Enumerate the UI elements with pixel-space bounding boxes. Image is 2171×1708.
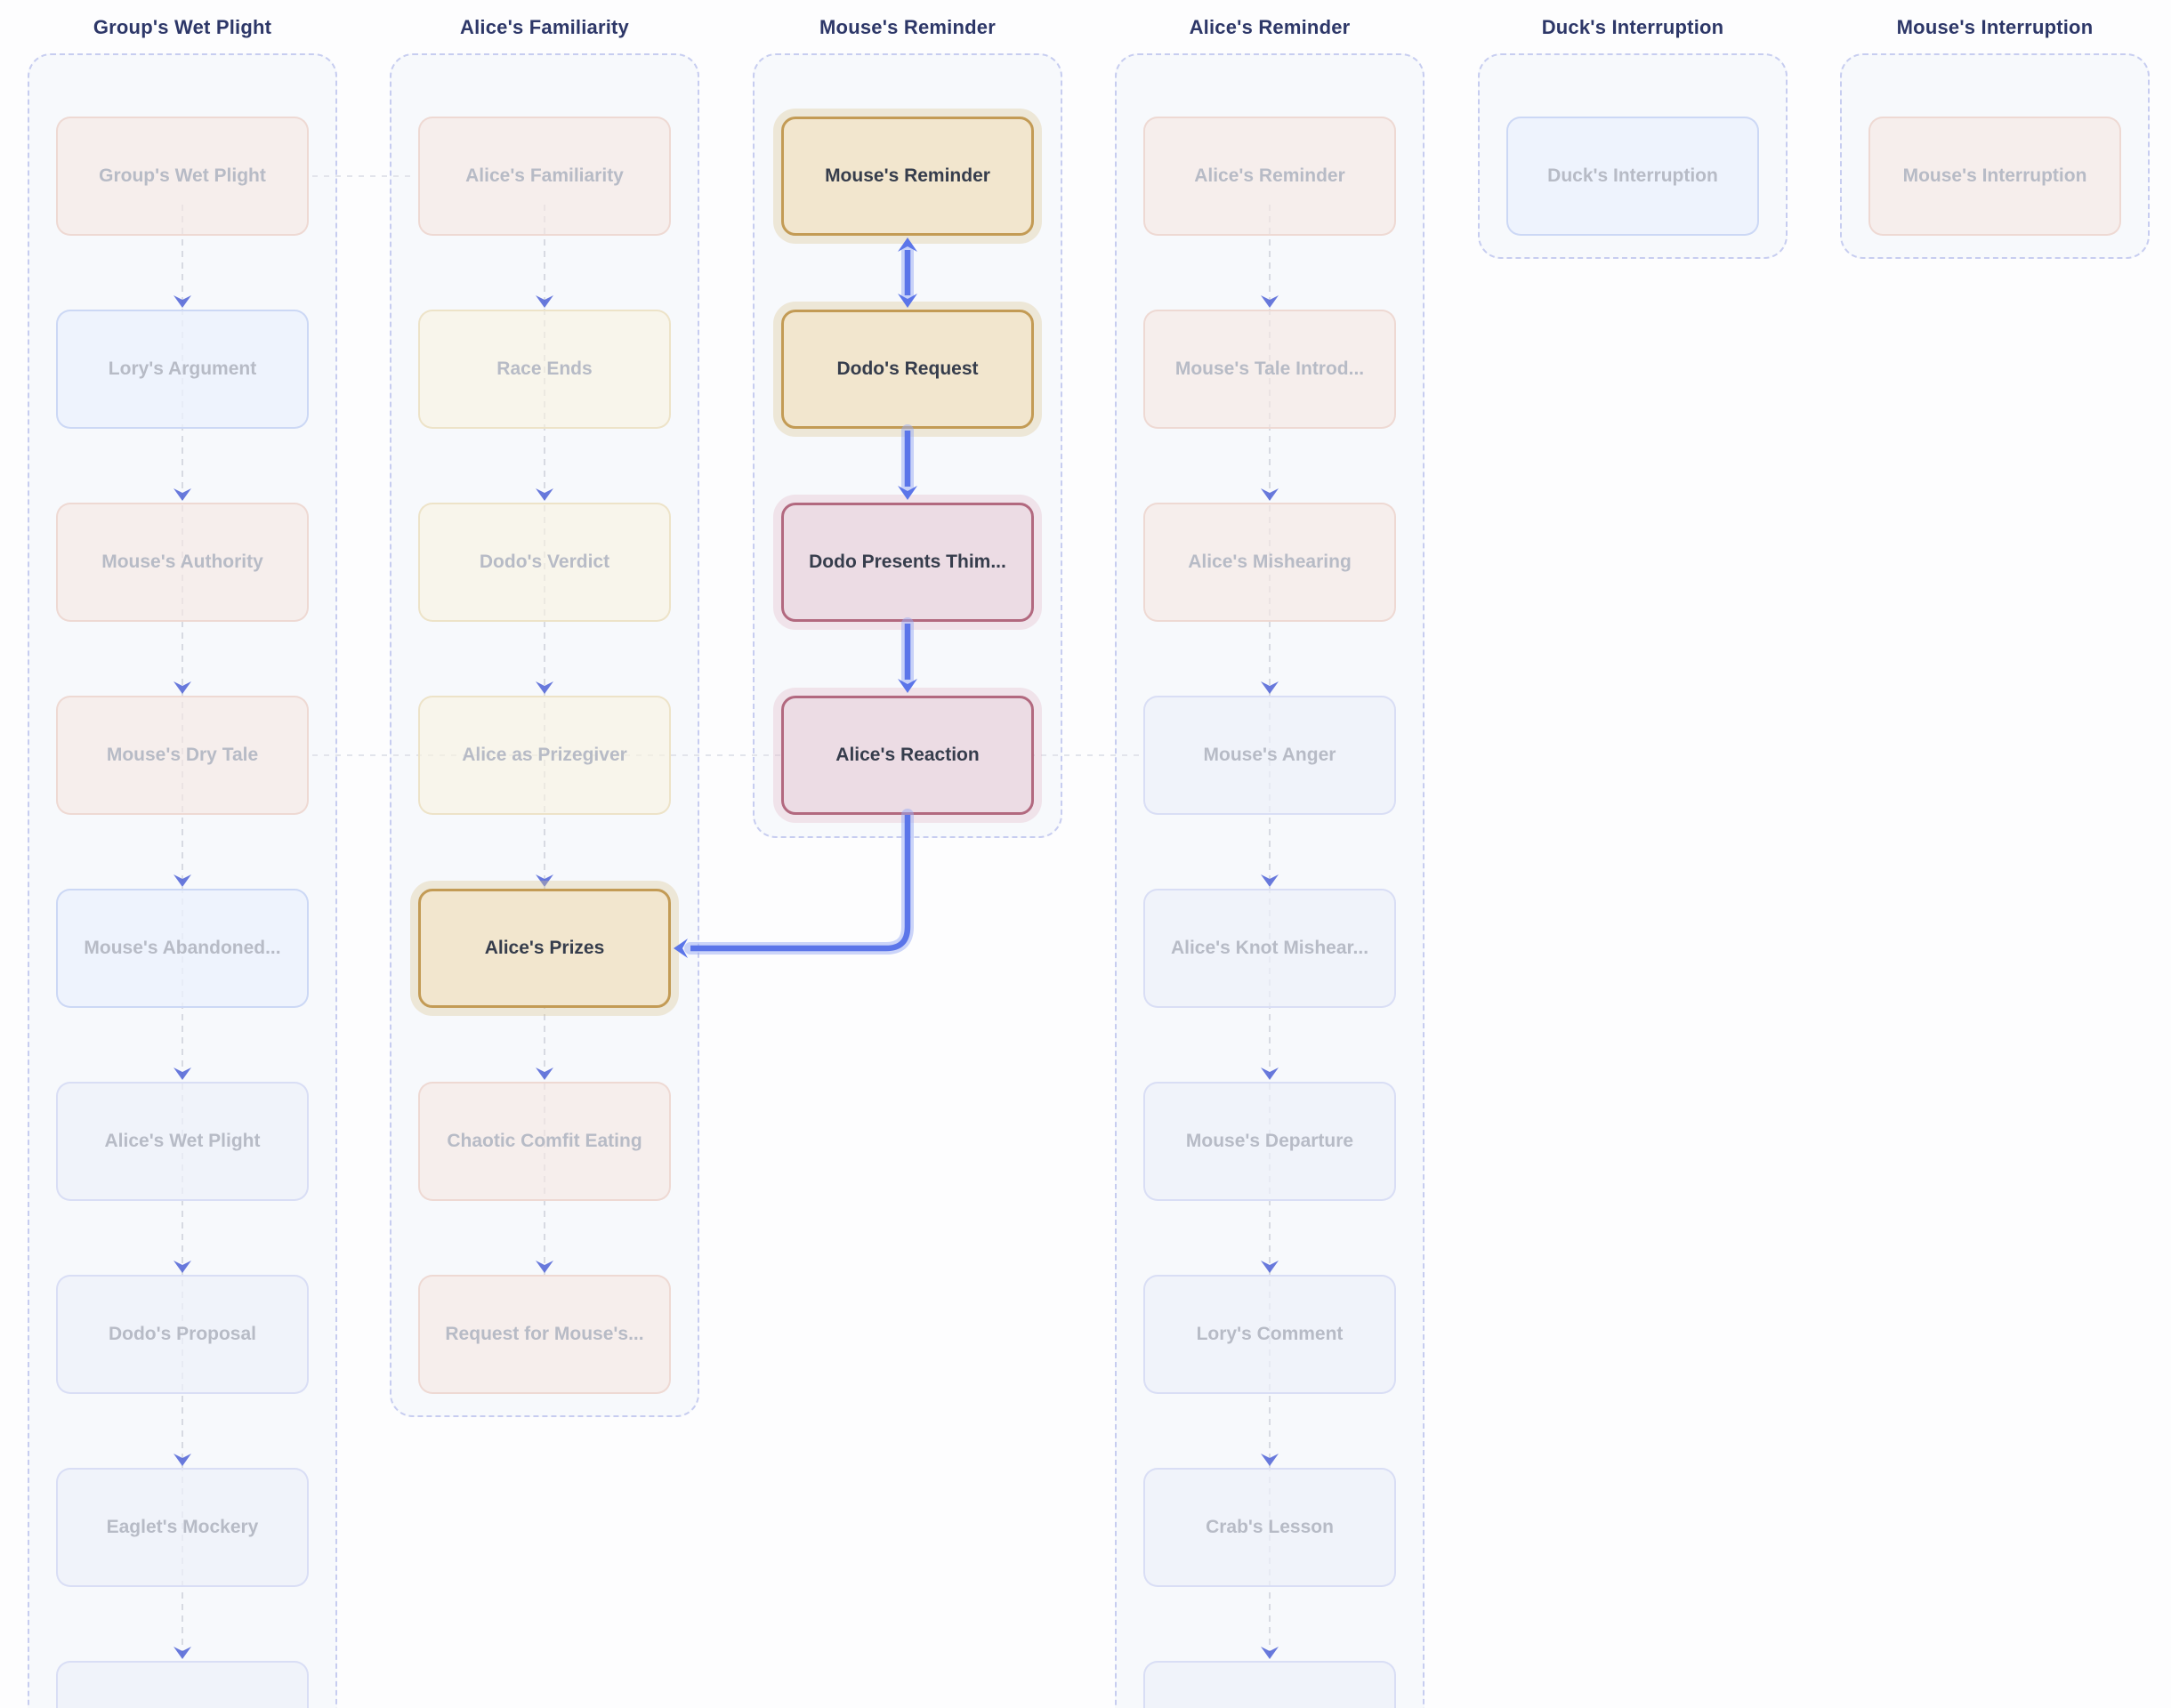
flow-node-label: Mouse's Anger xyxy=(1203,745,1336,765)
flow-node-label: Dodo's Proposal xyxy=(108,1324,256,1344)
flow-node-label: Alice's Prizes xyxy=(484,938,605,958)
flow-node-label: Alice's Knot Mishear... xyxy=(1170,938,1369,958)
flow-node[interactable]: Alice as Prizegiver xyxy=(418,696,671,815)
flow-node-label: Dodo's Request xyxy=(836,359,979,379)
flow-node[interactable]: Lory's Comment xyxy=(1143,1275,1396,1394)
lane-group xyxy=(28,53,337,1708)
flow-node-label: Chaotic Comfit Eating xyxy=(447,1131,642,1151)
flow-node-label: Alice's Reminder xyxy=(1194,165,1345,186)
flow-node[interactable]: Lory's Argument xyxy=(56,310,309,429)
flow-node-label: Mouse's Tale Introd... xyxy=(1174,359,1365,379)
flow-node[interactable]: Mouse's Authority xyxy=(56,503,309,622)
flow-node-label: Race Ends xyxy=(496,359,593,379)
flow-node[interactable]: Duck's Interruption xyxy=(1506,117,1759,236)
flow-node[interactable]: Dodo's Proposal xyxy=(56,1275,309,1394)
flow-node[interactable]: Alice's Prizes xyxy=(418,889,671,1008)
flow-node[interactable]: Mouse's Dry Tale xyxy=(56,696,309,815)
flow-node-label: Alice as Prizegiver xyxy=(462,745,627,765)
lane-title: Mouse's Reminder xyxy=(819,16,996,38)
flow-node[interactable]: Mouse's Reminder xyxy=(781,117,1034,236)
flow-node[interactable]: Mouse's Tale Introd... xyxy=(1143,310,1396,429)
flow-node[interactable]: Group's Wet Plight xyxy=(56,117,309,236)
flow-node-label: Duck's Interruption xyxy=(1547,165,1718,186)
flow-node[interactable]: Alice's Wet Plight xyxy=(56,1082,309,1201)
flow-node-label: Mouse's Departure xyxy=(1185,1131,1354,1151)
flow-node-label: Lory's Argument xyxy=(108,359,257,379)
flow-node-label: Alice's Mishearing xyxy=(1188,552,1352,572)
flow-node-label: Alice's Reaction xyxy=(835,745,980,765)
flow-node-label: Dodo Presents Thim... xyxy=(809,552,1006,572)
flow-node[interactable]: Mouse's Interruption xyxy=(1868,117,2121,236)
flow-node-label: Group's Wet Plight xyxy=(99,165,266,186)
flow-node[interactable]: Dodo's Request xyxy=(781,310,1034,429)
flow-node[interactable]: Alice's Mishearing xyxy=(1143,503,1396,622)
flow-node[interactable]: Chaotic Comfit Eating xyxy=(418,1082,671,1201)
flow-node[interactable] xyxy=(1143,1661,1396,1708)
lane-title: Alice's Familiarity xyxy=(459,16,629,38)
flow-node-label: Mouse's Abandoned... xyxy=(84,938,281,958)
flow-node[interactable]: Dodo Presents Thim... xyxy=(781,503,1034,622)
flow-node[interactable]: Mouse's Anger xyxy=(1143,696,1396,815)
flow-node[interactable]: Dodo's Verdict xyxy=(418,503,671,622)
lane-title: Mouse's Interruption xyxy=(1896,16,2094,38)
lane-group xyxy=(1115,53,1424,1708)
flow-node[interactable]: Alice's Reminder xyxy=(1143,117,1396,236)
lane-title: Duck's Interruption xyxy=(1541,16,1724,38)
lane-title: Group's Wet Plight xyxy=(93,16,272,38)
flow-node-label: Mouse's Interruption xyxy=(1902,165,2087,186)
flow-node[interactable]: Race Ends xyxy=(418,310,671,429)
flow-node-label: Alice's Familiarity xyxy=(465,165,624,186)
flow-node-label: Crab's Lesson xyxy=(1206,1517,1334,1537)
flow-node[interactable]: Mouse's Abandoned... xyxy=(56,889,309,1008)
flow-node-label: Mouse's Dry Tale xyxy=(106,745,259,765)
flow-node[interactable]: Mouse's Departure xyxy=(1143,1082,1396,1201)
flow-node-label: Alice's Wet Plight xyxy=(104,1131,261,1151)
flow-node[interactable]: Crab's Lesson xyxy=(1143,1468,1396,1587)
flow-node-label: Dodo's Verdict xyxy=(479,552,610,572)
flow-node[interactable]: Alice's Familiarity xyxy=(418,117,671,236)
flow-node[interactable]: Request for Mouse's... xyxy=(418,1275,671,1394)
flow-node-label: Lory's Comment xyxy=(1196,1324,1344,1344)
flow-node-label: Eaglet's Mockery xyxy=(106,1517,259,1537)
flow-node-label: Mouse's Reminder xyxy=(825,165,990,186)
flow-node[interactable]: Alice's Knot Mishear... xyxy=(1143,889,1396,1008)
flow-node-label: Mouse's Authority xyxy=(101,552,263,572)
flow-node[interactable] xyxy=(56,1661,309,1708)
flow-node[interactable]: Eaglet's Mockery xyxy=(56,1468,309,1587)
lane-title: Alice's Reminder xyxy=(1189,16,1351,38)
flow-node-label: Request for Mouse's... xyxy=(445,1324,644,1344)
flow-node[interactable]: Alice's Reaction xyxy=(781,696,1034,815)
